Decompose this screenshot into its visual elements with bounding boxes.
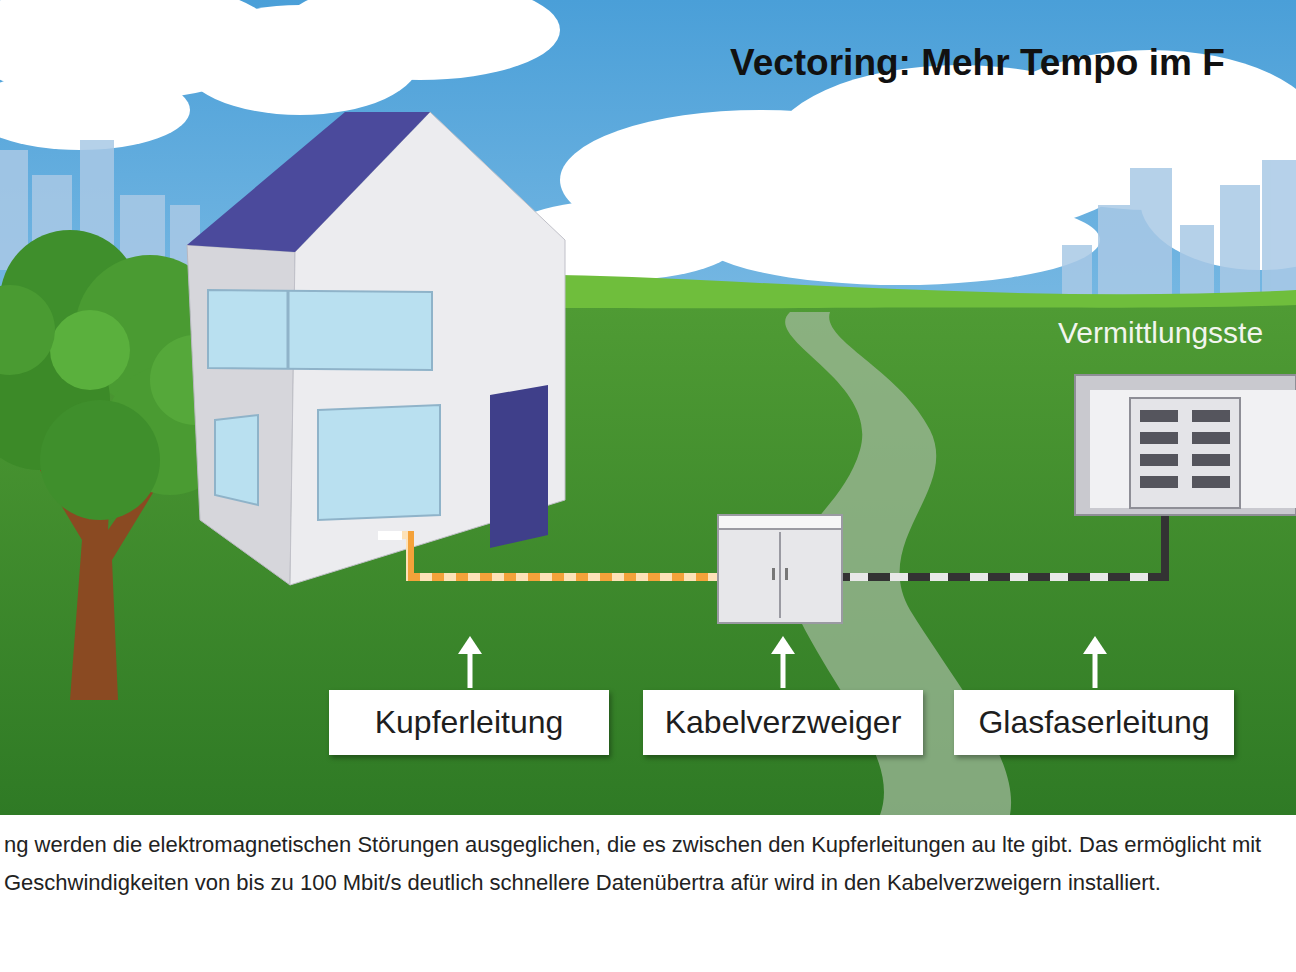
tree-part: [40, 400, 160, 520]
pointer-arrows-part: [468, 652, 473, 688]
exchange-housing-part-part: [1140, 432, 1178, 444]
cable-cabinet-part: [779, 532, 781, 618]
house: [187, 112, 565, 585]
city-skyline-part: [1180, 225, 1214, 295]
exchange-housing: [1075, 375, 1296, 515]
exchange-housing-part-part: [1140, 454, 1178, 466]
pointer-arrows-part: [1083, 636, 1107, 654]
part-label: Glasfaserleitung: [972, 704, 1216, 741]
label-box: Glasfaserleitung: [954, 690, 1234, 755]
part-label: Kupferleitung: [347, 704, 591, 741]
pointer-arrows-part: [1093, 652, 1098, 688]
city-skyline-part: [1062, 245, 1092, 295]
tree-part: [50, 310, 130, 390]
clouds-part: [700, 195, 1100, 285]
city-skyline-part: [1262, 160, 1296, 295]
part-label: Kabelverzweiger: [661, 704, 905, 741]
exchange-housing-part: [1090, 390, 1296, 508]
house-part: [215, 415, 258, 505]
house-part: [187, 112, 430, 252]
clouds-part: [280, 0, 560, 80]
cable-cabinet-part: [718, 515, 842, 529]
tree-part: [0, 285, 55, 375]
pointer-arrows-part: [781, 652, 786, 688]
exchange-housing-part-part: [1140, 410, 1178, 422]
city-skyline-part: [1220, 185, 1260, 295]
exchange-station: Vermittlungsste: [1058, 316, 1263, 350]
pointer-arrows-part: [458, 636, 482, 654]
title: Vectoring: Mehr Tempo im F: [730, 42, 1225, 84]
exchange-housing-part-part: [1192, 476, 1230, 488]
cable-cabinet: [718, 515, 842, 623]
cable-cabinet-part: [785, 568, 788, 580]
caption: ng werden die elektromagnetischen Störun…: [4, 826, 1292, 902]
label-box: Kabelverzweiger: [643, 690, 923, 755]
exchange-housing-part: [1140, 410, 1230, 488]
house-part: [318, 405, 440, 520]
house-part: [287, 291, 290, 369]
exchange-housing-part: [1130, 398, 1240, 508]
label-box: Kupferleitung: [329, 690, 609, 755]
exchange-housing-part-part: [1192, 410, 1230, 422]
city-skyline-part: [1130, 168, 1172, 295]
pointer-arrows-part: [771, 636, 795, 654]
cables-part: [402, 535, 720, 577]
cable-cabinet-part: [718, 515, 842, 623]
cables-part: [842, 512, 1165, 577]
exchange-housing-part-part: [1192, 432, 1230, 444]
house-part: [378, 531, 402, 540]
exchange-housing-part-part: [1140, 476, 1178, 488]
cable-cabinet-part: [772, 568, 775, 580]
exchange-housing-part: [1075, 375, 1296, 515]
exchange-housing-part-part: [1192, 454, 1230, 466]
clouds-part: [0, 70, 190, 150]
station-heading: Vermittlungsste: [1058, 316, 1263, 350]
pointer-arrows: [458, 636, 1107, 688]
caption-ground-part: [0, 815, 1296, 972]
house-part: [208, 290, 432, 370]
house-part: [490, 385, 548, 548]
caption-ground: [0, 815, 1296, 972]
